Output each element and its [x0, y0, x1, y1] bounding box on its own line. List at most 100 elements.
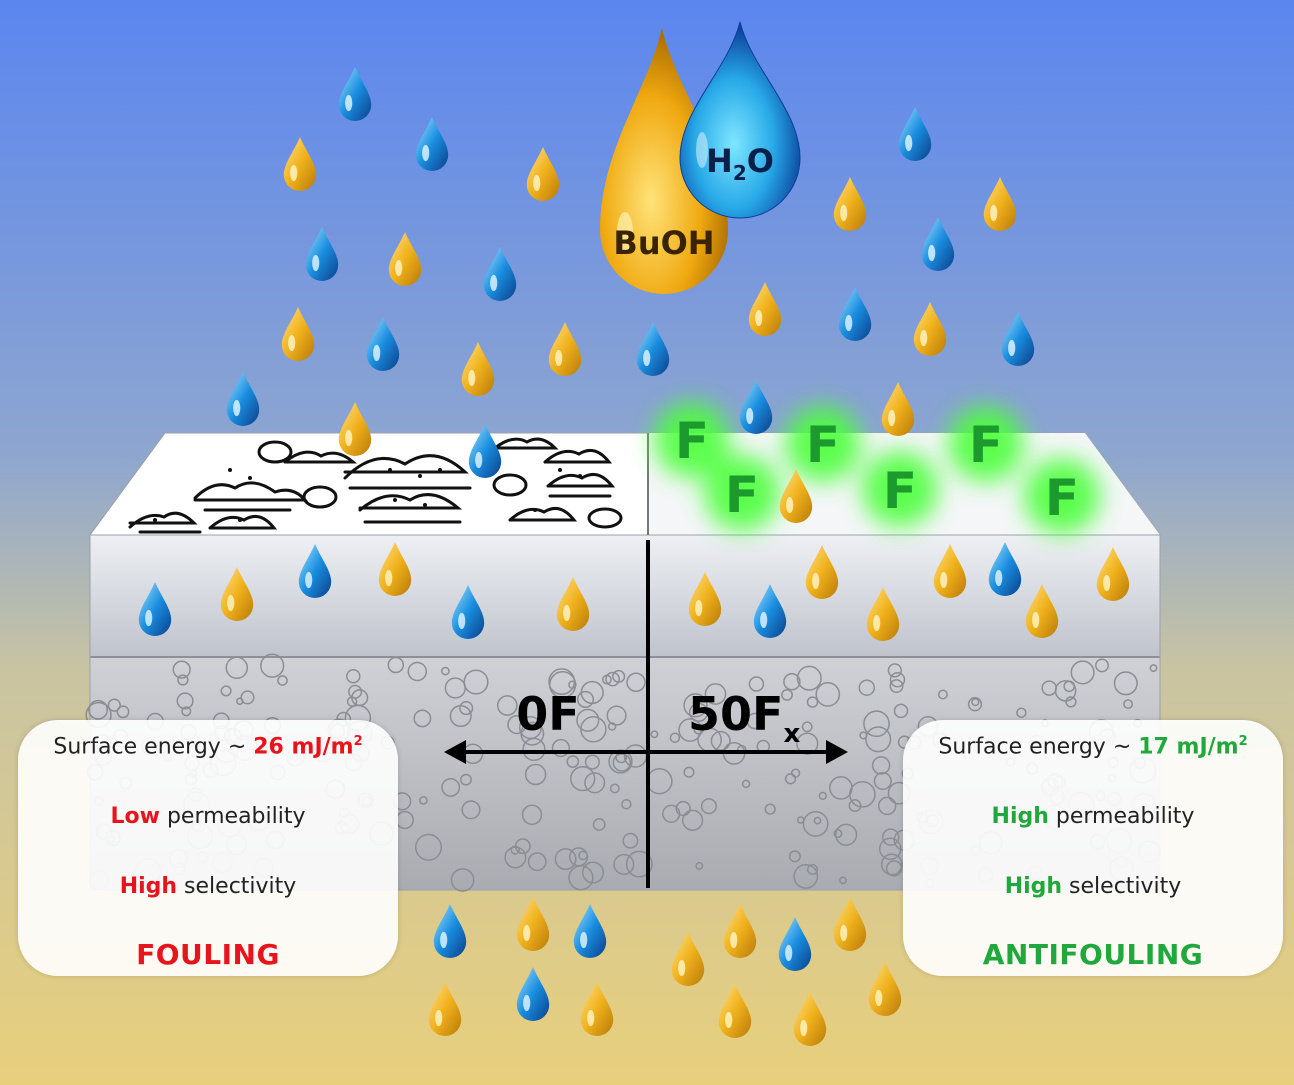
antifouling-verdict: ANTIFOULING — [982, 938, 1204, 971]
water-drop-large: H2O — [679, 21, 801, 219]
pore — [889, 671, 906, 688]
permeability-line: Low permeability — [110, 804, 306, 829]
pore — [507, 714, 527, 735]
pore — [613, 853, 635, 875]
pore — [592, 818, 606, 831]
left-membrane-label: 0F — [516, 687, 579, 741]
surface-energy-value: 17 mJ/m — [1138, 734, 1239, 760]
pore — [181, 706, 192, 717]
pore — [441, 666, 450, 676]
pore — [527, 852, 547, 872]
pore — [607, 722, 617, 731]
pore — [788, 850, 801, 863]
selectivity-line: High selectivity — [119, 874, 297, 899]
surface-energy-line: Surface energy ~ 26 mJ/m2 — [53, 734, 363, 760]
pore — [704, 683, 727, 705]
pore — [971, 697, 980, 707]
surface-energy-value: 26 mJ/m — [253, 734, 354, 760]
pore — [459, 701, 474, 716]
fluorine-symbol: F — [806, 416, 840, 474]
pore — [1149, 664, 1158, 673]
pore — [880, 853, 903, 876]
pore — [834, 823, 858, 846]
pore — [621, 798, 632, 810]
fluorine-symbol: F — [883, 462, 917, 520]
pore — [351, 689, 369, 707]
pore — [441, 777, 461, 797]
pore — [829, 776, 853, 800]
pore — [683, 693, 708, 718]
pore — [802, 810, 829, 837]
pore — [88, 699, 109, 720]
pore — [887, 663, 902, 678]
pore — [806, 696, 819, 708]
pore — [580, 716, 607, 743]
water-label-end: O — [747, 142, 774, 180]
pore — [693, 723, 705, 735]
right-membrane-label: 50F — [688, 687, 783, 741]
foulant-deposits — [128, 437, 623, 534]
pore — [461, 800, 481, 820]
pore — [781, 688, 793, 701]
pore — [681, 809, 704, 831]
pore — [937, 689, 948, 700]
pore — [801, 721, 813, 733]
pore — [741, 779, 751, 789]
pore — [601, 674, 612, 685]
pore — [407, 661, 428, 682]
pore — [463, 669, 489, 695]
pore — [695, 862, 704, 870]
left-info-panel: Surface energy ~ 26 mJ/m2 Low permeabili… — [18, 720, 398, 976]
pore — [107, 698, 121, 712]
pore — [496, 695, 518, 716]
pore — [783, 673, 801, 691]
pore — [793, 863, 819, 889]
pore — [576, 690, 595, 708]
pore — [650, 730, 659, 739]
pore — [626, 672, 646, 693]
pore — [764, 803, 776, 815]
pore — [520, 721, 545, 746]
pore — [240, 690, 255, 705]
fluorine-symbol: F — [675, 412, 709, 470]
butanol-drop: BuOH — [600, 28, 728, 294]
pore — [859, 731, 868, 740]
pore — [625, 850, 653, 878]
pore — [570, 765, 596, 792]
pore — [683, 766, 695, 778]
fluorine-symbol: F — [1045, 469, 1079, 527]
pore — [578, 850, 588, 861]
pore — [893, 703, 909, 719]
butanol-label: BuOH — [613, 224, 714, 262]
pore — [622, 832, 639, 849]
pore — [678, 718, 702, 742]
pore — [554, 848, 577, 871]
pore — [548, 668, 576, 696]
pore — [1054, 679, 1077, 702]
pore — [566, 755, 580, 768]
pore — [584, 754, 600, 770]
pore — [858, 679, 876, 696]
water-subscript: 2 — [733, 161, 747, 185]
pore — [176, 692, 194, 710]
pore — [871, 756, 891, 775]
pore — [818, 791, 827, 801]
pore — [450, 868, 475, 892]
pore — [419, 796, 428, 805]
right-info-panel: Surface energy ~ 17 mJ/m2 High permeabil… — [903, 720, 1283, 976]
pore — [1065, 696, 1077, 708]
permeability-line: High permeability — [991, 804, 1195, 829]
pore — [784, 773, 797, 785]
pore — [863, 710, 890, 738]
pore — [1016, 707, 1027, 718]
fluorine-labels: F F F F F F — [675, 412, 1079, 527]
pore — [1113, 671, 1138, 696]
pore — [1095, 658, 1109, 673]
pore — [460, 773, 472, 786]
pore — [806, 863, 819, 876]
pore — [1070, 660, 1095, 685]
pore — [688, 702, 709, 723]
pore — [873, 771, 892, 791]
pore — [967, 697, 983, 712]
